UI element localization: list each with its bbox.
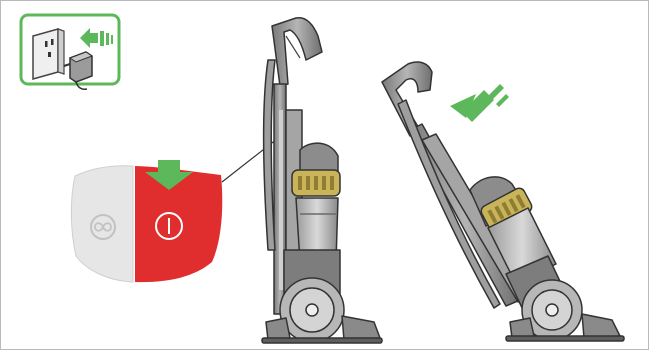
- wall-socket-icon: [32, 28, 65, 80]
- insert-arrow-icon: [80, 28, 113, 48]
- plug-inset: [19, 13, 121, 90]
- press-arrow-icon: [145, 160, 193, 190]
- pull-back-arrow-icon: [450, 84, 509, 122]
- plug-icon: [63, 51, 94, 90]
- upright-vacuum-icon: [261, 16, 383, 344]
- power-symbol-icon: [155, 212, 183, 240]
- power-button: [135, 166, 223, 283]
- tilted-vacuum-icon: [381, 61, 625, 342]
- infinity-mode-icon: [90, 214, 116, 240]
- mode-button: [70, 165, 134, 283]
- power-switch-callout: [70, 127, 292, 283]
